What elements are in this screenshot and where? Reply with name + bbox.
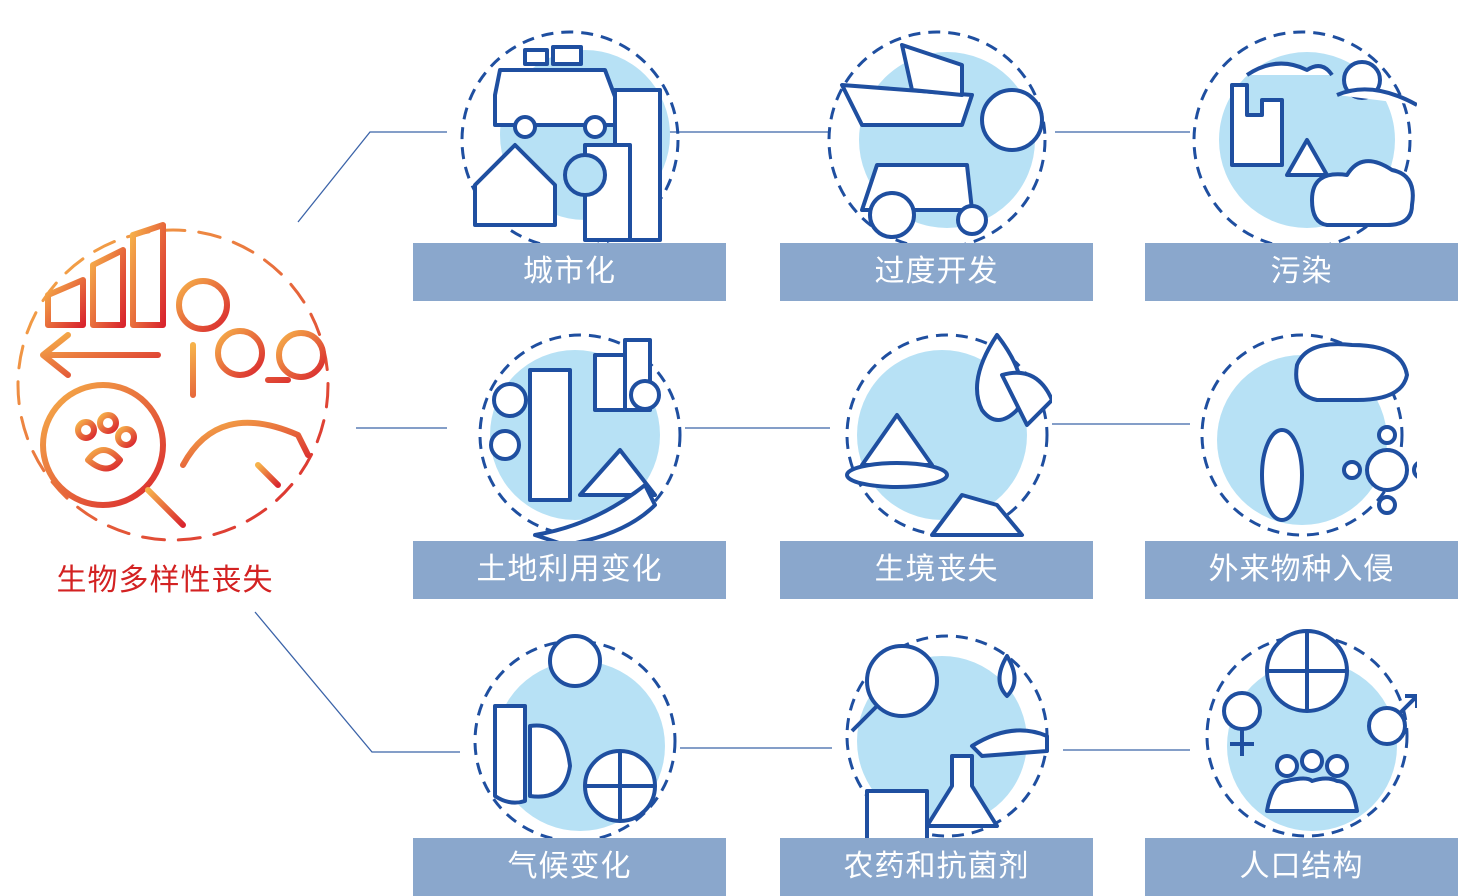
- pesticides-antibiotics-icon: [845, 634, 1049, 843]
- pollution-icon: [1192, 30, 1417, 250]
- label-habitat-loss: 生境丧失: [780, 541, 1093, 599]
- biodiversity-loss-icon: [16, 222, 330, 542]
- population-structure-icon: [1205, 629, 1417, 838]
- urbanization-icon: [460, 30, 680, 250]
- overexploitation-icon: [827, 30, 1047, 250]
- invasive-species-icon: [1200, 333, 1417, 537]
- label-urbanization: 城市化: [413, 243, 726, 301]
- connector-root-urbanization: [297, 131, 447, 223]
- label-overexploitation: 过度开发: [780, 243, 1093, 301]
- connector-root-climate: [254, 611, 460, 753]
- label-pesticides-antibiotics: 农药和抗菌剂: [780, 838, 1093, 896]
- root-label: 生物多样性丧失: [56, 563, 274, 598]
- label-pollution: 污染: [1145, 243, 1458, 301]
- label-invasive-species: 外来物种入侵: [1145, 541, 1458, 599]
- label-climate-change: 气候变化: [413, 838, 726, 896]
- label-land-use-change: 土地利用变化: [413, 541, 726, 599]
- label-population-structure: 人口结构: [1145, 838, 1458, 896]
- habitat-loss-icon: [845, 333, 1052, 537]
- climate-change-icon: [473, 634, 677, 843]
- land-use-change-icon: [478, 333, 682, 547]
